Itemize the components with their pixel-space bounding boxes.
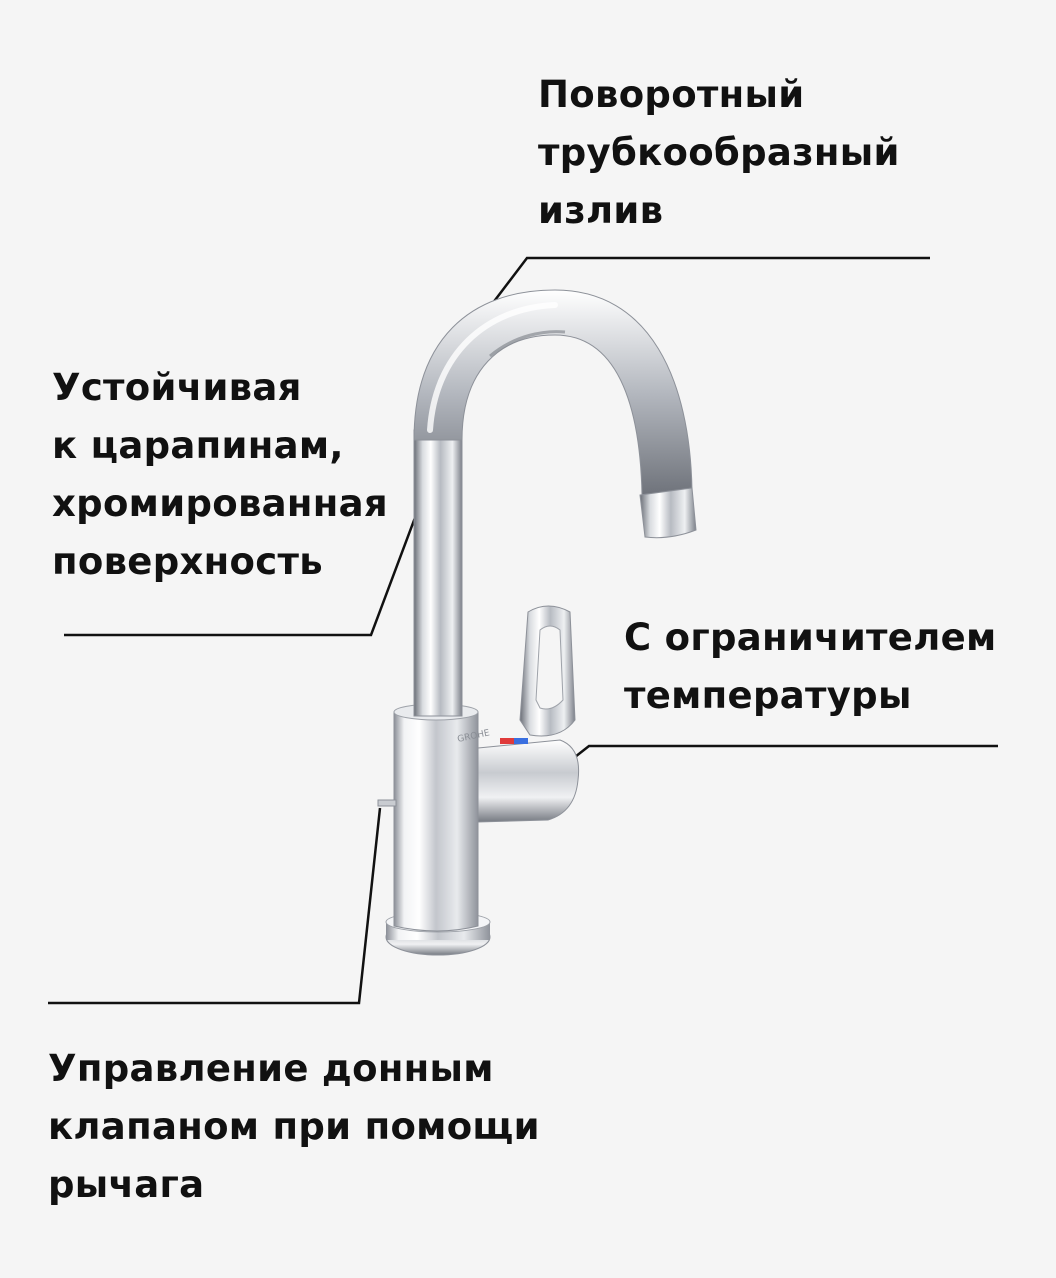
callout-drain-line-3: рычага [48,1163,205,1206]
cold-indicator [514,738,528,744]
faucet-body [393,711,479,932]
callout-temperature-line-2: температуры [624,674,912,717]
callout-spout-line-1: Поворотный [538,73,805,116]
spout-arc [413,289,693,496]
callout-temperature-line-1: С ограничителем [624,616,997,659]
faucet-illustration: GROHE [377,289,697,956]
callout-drain-line-2: клапаном при помощи [48,1105,540,1148]
leader-line-chrome [64,482,430,637]
callout-spout-line-2: трубкообразный [538,131,900,174]
callout-chrome-line-4: поверхность [52,540,323,583]
spout-pipe [413,429,463,717]
callout-chrome-line-1: Устойчивая [52,366,302,409]
callout-spout-line-3: излив [538,189,664,232]
callout-chrome-line-3: хромированная [52,482,388,525]
drain-rod [377,799,397,807]
spout-tip [639,487,697,539]
callout-drain-line-1: Управление донным [48,1047,494,1090]
callout-spout: Поворотный трубкообразный излив [538,66,900,240]
leader-lines [48,256,998,1005]
callout-drain-control: Управление донным клапаном при помощи ры… [48,1040,540,1214]
callout-chrome-surface: Устойчивая к царапинам, хромированная по… [52,359,388,591]
hot-indicator [500,738,514,744]
leader-line-spout [485,256,930,313]
callout-chrome-line-2: к царапинам, [52,424,344,467]
handle-arm [477,739,580,823]
callout-temperature-limiter: С ограничителем температуры [624,609,997,725]
leader-line-drain [48,807,382,1005]
leader-line-temperature [509,744,998,809]
